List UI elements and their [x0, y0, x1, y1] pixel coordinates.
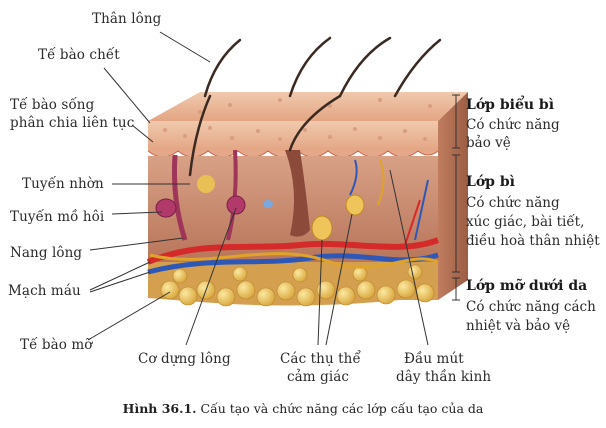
- skin-top-surface: [148, 92, 468, 121]
- label-nerve-ending-2: dây thần kinh: [396, 369, 492, 385]
- artery: [146, 237, 440, 265]
- follicle-bulb: [285, 150, 310, 237]
- layer-hypodermis-desc-2: nhiệt và bảo vệ: [466, 318, 571, 334]
- leader-lines: [87, 31, 429, 346]
- sweat-gland: [155, 198, 177, 218]
- figure-caption-text: Cấu tạo và chức năng các lớp cấu tạo của…: [200, 401, 484, 416]
- nerve: [149, 252, 439, 269]
- figure-caption: Hình 36.1. Cấu tạo và chức năng các lớp …: [0, 401, 606, 416]
- layer-dermis-title: Lớp bì: [466, 174, 515, 190]
- layer-brackets: [452, 94, 460, 301]
- hair-shafts: [188, 36, 442, 177]
- label-living-cells-1: Tế bào sống: [10, 97, 95, 113]
- epidermis-cells: [163, 98, 432, 141]
- label-receptors-1: Các thụ thể: [280, 351, 361, 367]
- figure-number: Hình 36.1.: [122, 401, 197, 416]
- layer-epidermis-desc-2: bảo vệ: [466, 135, 511, 151]
- label-hair-shaft: Thân lông: [92, 11, 162, 27]
- layer-hypodermis-title: Lớp mỡ dưới da: [466, 278, 588, 294]
- layer-dermis-desc-2: xúc giác, bài tiết,: [466, 214, 585, 230]
- label-dead-cells: Tế bào chết: [38, 47, 120, 63]
- label-sweat-gland: Tuyến mồ hôi: [10, 209, 105, 225]
- label-arrector-muscle: Cơ dựng lông: [138, 351, 231, 367]
- layer-dermis-desc-3: điều hoà thân nhiệt: [466, 233, 600, 249]
- label-sebaceous-gland: Tuyến nhờn: [22, 176, 104, 192]
- label-fat-cells: Tế bào mỡ: [20, 337, 93, 353]
- epidermis-layer: [148, 121, 438, 151]
- label-receptors-2: cảm giác: [287, 369, 350, 385]
- label-blood-vessels: Mạch máu: [8, 283, 81, 299]
- hair-follicle: [171, 154, 188, 241]
- layer-epidermis-title: Lớp biểu bì: [466, 97, 555, 113]
- layer-epidermis-desc-1: Có chức năng: [466, 117, 560, 133]
- vein: [147, 252, 439, 275]
- layer-dermis-desc-1: Có chức năng: [466, 195, 560, 211]
- sebaceous-gland: [197, 175, 215, 193]
- skin-side-face: [438, 92, 468, 300]
- layer-hypodermis-desc-1: Có chức năng cách: [466, 299, 596, 315]
- label-living-cells-2: phân chia liên tục: [10, 115, 135, 131]
- label-nerve-ending-1: Đầu mút: [404, 351, 464, 367]
- label-hair-follicle: Nang lông: [10, 245, 83, 261]
